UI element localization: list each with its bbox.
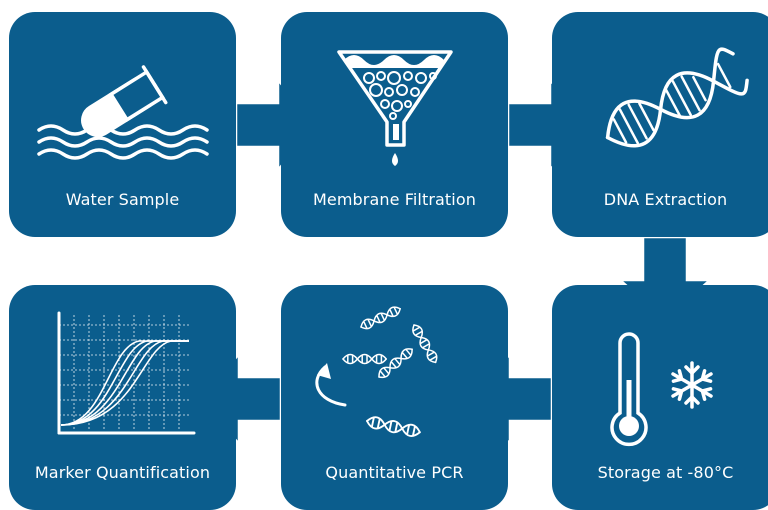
dna-helix-icon <box>605 47 749 148</box>
step-marker-quantification: Marker Quantification <box>9 285 236 510</box>
test-tube-in-water-icon <box>37 65 209 160</box>
snowflake-icon <box>671 361 713 409</box>
dna-amplification-icon <box>315 303 441 439</box>
step-quantitative-pcr: Quantitative PCR <box>281 285 508 510</box>
funnel-filter-icon <box>337 50 453 166</box>
thermometer-snowflake-icon <box>610 332 713 447</box>
step-storage: Storage at -80°C <box>552 285 768 510</box>
step-label: Membrane Filtration <box>313 190 476 209</box>
step-label: DNA Extraction <box>603 190 728 209</box>
step-label: Storage at -80°C <box>597 463 734 482</box>
step-water-sample: Water Sample <box>9 12 236 237</box>
step-label: Quantitative PCR <box>325 463 464 482</box>
step-label: Marker Quantification <box>34 463 211 482</box>
step-membrane-filtration: Membrane Filtration <box>281 12 508 237</box>
amplification-curve-chart-icon <box>57 311 196 435</box>
step-dna-extraction: DNA Extraction <box>552 12 768 237</box>
thermometer-icon <box>610 332 648 447</box>
step-label: Water Sample <box>65 190 180 209</box>
